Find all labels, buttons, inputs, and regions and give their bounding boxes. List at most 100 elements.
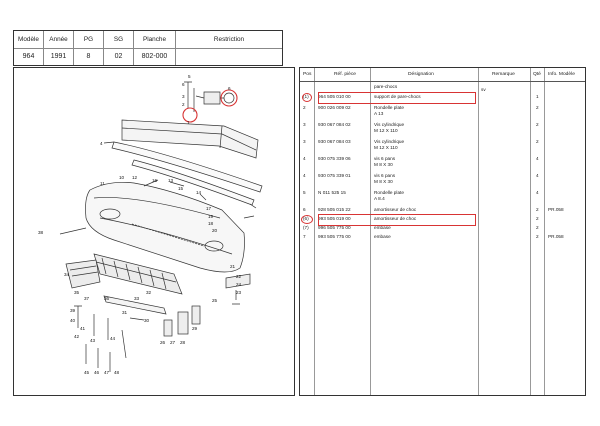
parts-list-table: Pos Réf. pièce Désignation Remarque Qté … <box>299 67 586 396</box>
value-restriction <box>176 48 282 65</box>
row-pos: 3 <box>303 139 306 144</box>
callout-43: 43 <box>90 338 96 343</box>
row-qte: 2 <box>536 122 539 127</box>
row-designation-spec: A 8.4 <box>374 195 385 201</box>
row-ref: 996 505 775 00 <box>318 225 351 230</box>
callout-41: 41 <box>80 326 86 331</box>
row-ref: 993 505 775 00 <box>318 234 351 239</box>
row-info: PR.058 <box>548 207 564 212</box>
row-pos: 6 <box>303 207 306 212</box>
exploded-parts-diagram: 5 6 6 3 2 1 4 11 10 12 16 13 15 14 17 19… <box>13 67 295 396</box>
row-qte: 4 <box>536 156 539 161</box>
row-pos: (7) <box>303 225 309 230</box>
bumper-drawing: 5 6 6 3 2 1 4 11 10 12 16 13 15 14 17 19… <box>38 74 263 375</box>
highlight-pos-circle-6 <box>301 215 313 224</box>
section-note: sv <box>481 87 486 92</box>
callout-10: 10 <box>119 175 125 180</box>
row-designation: vis 6 pans <box>374 173 396 178</box>
callout-36: 36 <box>104 296 110 301</box>
row-qte: 2 <box>536 207 539 212</box>
section-title: pare-chocs <box>374 84 398 89</box>
row-ref: 930 075 339 01 <box>318 173 351 178</box>
callout-20: 20 <box>212 228 218 233</box>
callout-13: 13 <box>168 178 174 183</box>
row-pos: 5 <box>303 190 306 195</box>
row-designation: support de pare-chocs <box>374 94 421 99</box>
row-qte: 2 <box>536 225 539 230</box>
col-designation: Désignation <box>408 72 434 77</box>
col-pg: PG <box>74 31 104 48</box>
callout-15: 15 <box>178 186 184 191</box>
row-qte: 4 <box>536 190 539 195</box>
model-info-header-row: Modèle Année PG SG Planche Restriction <box>14 31 282 49</box>
row-ref: 993 505 019 00 <box>318 216 351 221</box>
row-ref: 928 505 015 22 <box>318 207 351 212</box>
row-designation: Vis cylindrique <box>374 139 405 144</box>
row-designation-spec: M 8 X 30 <box>374 161 393 167</box>
col-remarque: Remarque <box>492 72 515 77</box>
callout-14: 14 <box>196 190 202 195</box>
callout-34: 34 <box>64 272 70 277</box>
callout-37: 37 <box>84 296 90 301</box>
callout-23: 23 <box>236 290 242 295</box>
row-ref: 900 026 009 02 <box>318 105 351 110</box>
value-annee: 1991 <box>44 48 74 65</box>
callout-11: 11 <box>100 181 105 186</box>
callout-6a: 6 <box>182 82 185 87</box>
value-planche: 802-000 <box>134 48 176 65</box>
callout-29: 29 <box>192 326 198 331</box>
row-qte: 1 <box>536 94 539 99</box>
row-ref: 930 067 084 02 <box>318 122 351 127</box>
callout-46: 46 <box>94 370 100 375</box>
callout-42: 42 <box>74 334 80 339</box>
callout-35: 35 <box>74 290 80 295</box>
callout-32: 32 <box>146 290 152 295</box>
callout-47: 47 <box>104 370 110 375</box>
row-designation: amortisseur de choc <box>374 207 417 212</box>
row-pos: 4 <box>303 156 306 161</box>
row-pos: 3 <box>303 122 306 127</box>
callout-3: 3 <box>182 94 185 99</box>
value-modele: 964 <box>14 48 44 65</box>
col-restriction: Restriction <box>213 36 245 43</box>
row-designation: embase <box>374 225 391 230</box>
row-qte: 2 <box>536 234 539 239</box>
model-info-value-row: 964 1991 8 02 802-000 <box>14 48 282 65</box>
row-ref: 930 075 339 06 <box>318 156 351 161</box>
col-ref: Réf. pièce <box>334 72 357 77</box>
callout-4: 4 <box>100 141 103 146</box>
row-designation: vis 6 pans <box>374 156 396 161</box>
callout-44: 44 <box>110 336 116 341</box>
row-pos: 4 <box>303 173 306 178</box>
col-annee: Année <box>44 31 74 48</box>
col-modele: Modèle <box>14 31 44 48</box>
col-pos: Pos <box>303 72 312 77</box>
row-pos: 7 <box>303 234 306 239</box>
callout-12: 12 <box>132 175 138 180</box>
callout-19: 19 <box>208 214 214 219</box>
value-pg: 8 <box>74 48 104 65</box>
callout-45: 45 <box>84 370 90 375</box>
callout-22: 22 <box>236 274 242 279</box>
callout-31: 31 <box>122 310 128 315</box>
callout-24: 24 <box>236 282 242 287</box>
row-designation: Rondelle plate <box>374 190 404 195</box>
row-qte: 2 <box>536 139 539 144</box>
callout-16: 16 <box>152 178 158 183</box>
row-designation: amortisseur de choc <box>374 216 417 221</box>
row-ref: 930 067 084 03 <box>318 139 351 144</box>
callout-39: 39 <box>70 308 76 313</box>
parts-list-header: Pos Réf. pièce Désignation Remarque Qté … <box>300 68 585 82</box>
callout-18: 18 <box>208 221 214 226</box>
row-designation-spec: M 8 X 30 <box>374 178 393 184</box>
callout-17: 17 <box>206 206 212 211</box>
diagram-highlight-pos-1 <box>182 107 198 123</box>
callout-40: 40 <box>70 318 76 323</box>
callout-25: 25 <box>212 298 218 303</box>
callout-26: 26 <box>160 340 166 345</box>
highlight-pos-circle-1 <box>302 93 312 102</box>
callout-30: 30 <box>144 318 150 323</box>
row-designation-spec: M 12 X 110 <box>374 144 398 150</box>
col-sg: SG <box>104 31 134 48</box>
callout-48: 48 <box>114 370 120 375</box>
